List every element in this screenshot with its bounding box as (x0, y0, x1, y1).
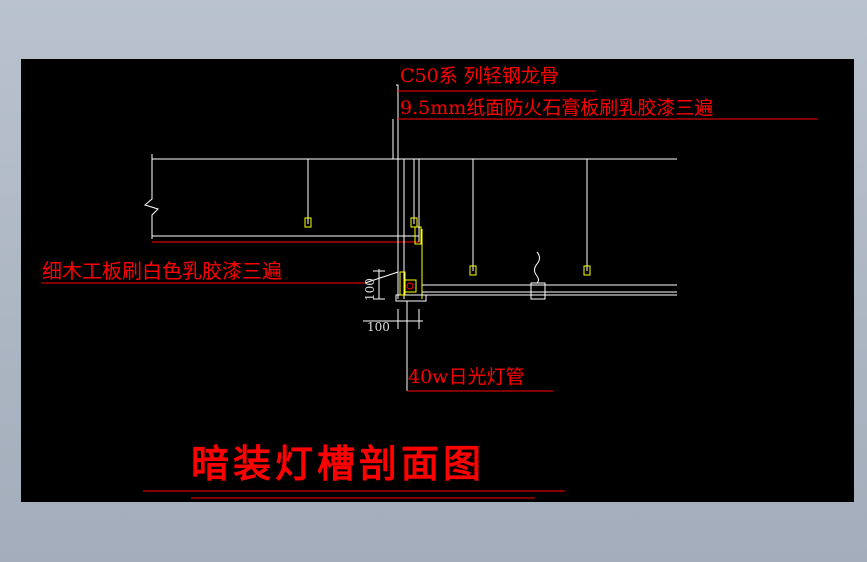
dimension-label-horizontal: 100 (367, 320, 390, 334)
callout-leader-keel (396, 84, 399, 159)
callout-keel: C50系 列轻钢龙骨 (400, 65, 559, 87)
hanger-clip (583, 265, 591, 276)
trough-bottom (395, 294, 427, 302)
lamp-tube (403, 279, 417, 293)
lamp-section (406, 282, 414, 290)
hanger-clip (410, 217, 418, 228)
keel-section (414, 226, 422, 245)
lamp-holder (399, 271, 406, 296)
break-line (143, 154, 159, 239)
hanger-clip (469, 265, 477, 276)
downlight-fixture (530, 282, 546, 300)
downlight-wire (534, 251, 540, 284)
callout-leader-wood (364, 271, 399, 284)
drawing-title: 暗装灯槽剖面图 (191, 442, 485, 486)
hanger-clip (304, 217, 312, 228)
section-drawing: C50系 列轻钢龙骨 9.5mm纸面防火石膏板刷乳胶漆三遍 细木工板刷白色乳胶漆… (41, 65, 818, 499)
callout-wood: 细木工板刷白色乳胶漆三遍 (42, 259, 282, 283)
dimension-label-vertical: 100 (363, 278, 377, 301)
cad-drawing-canvas[interactable]: C50系 列轻钢龙骨 9.5mm纸面防火石膏板刷乳胶漆三遍 细木工板刷白色乳胶漆… (21, 59, 854, 502)
callout-lamp: 40w日光灯管 (408, 366, 524, 388)
callout-board: 9.5mm纸面防火石膏板刷乳胶漆三遍 (400, 96, 713, 119)
